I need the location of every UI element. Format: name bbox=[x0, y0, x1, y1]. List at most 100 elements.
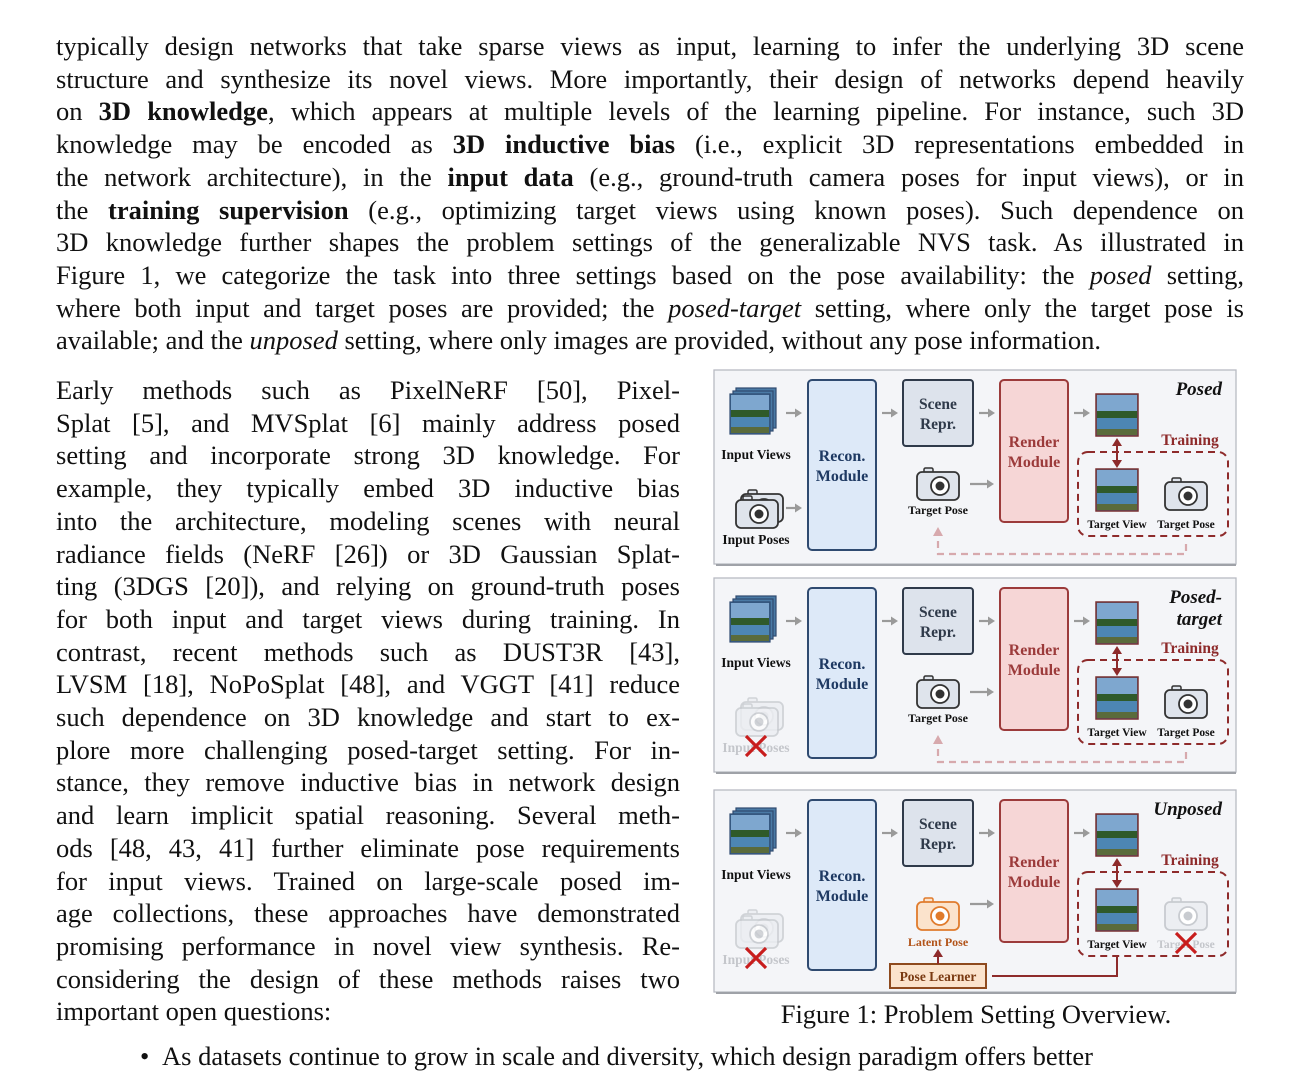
label-target-pose: Target Pose bbox=[1157, 727, 1214, 739]
label-target-view: Target View bbox=[1087, 519, 1147, 531]
camera-lens-center bbox=[935, 689, 945, 699]
photo-water bbox=[1097, 493, 1137, 504]
bold-term: training supervision bbox=[108, 194, 349, 225]
text-line: the network architecture), in the input … bbox=[56, 161, 1244, 194]
label-input-poses: Input Poses bbox=[722, 532, 789, 547]
photo-shore bbox=[1097, 637, 1137, 643]
bold-term: 3D knowledge bbox=[98, 96, 268, 127]
render-module-label: Module bbox=[1008, 454, 1060, 471]
italic-term: posed-target bbox=[668, 292, 802, 323]
recon-module-box bbox=[807, 587, 877, 759]
render-module-box bbox=[999, 799, 1069, 943]
arrow-head bbox=[987, 687, 994, 697]
pose-learner-path bbox=[992, 956, 1118, 977]
text-line: for input views. Trained on large-scale … bbox=[56, 865, 680, 896]
photo-shore bbox=[1097, 924, 1137, 930]
target-pose-icon-faded bbox=[1164, 897, 1208, 931]
panel-title: Posed bbox=[1175, 379, 1223, 400]
photo-shore bbox=[1097, 849, 1137, 855]
italic-term: unposed bbox=[249, 325, 338, 356]
text-run: structure and synthesize its novel views… bbox=[56, 63, 1244, 94]
arrow-head bbox=[891, 828, 898, 838]
stack-front bbox=[729, 601, 771, 643]
panel-title: Unposed bbox=[1153, 799, 1222, 820]
render-module-label: Render bbox=[1009, 434, 1060, 451]
camera-icon-front bbox=[735, 915, 779, 949]
photo-trees bbox=[1097, 411, 1137, 418]
photo-trees bbox=[1097, 486, 1137, 493]
pose-feedback-head bbox=[933, 527, 943, 536]
arrow-head bbox=[988, 828, 995, 838]
render-module-label: Module bbox=[1008, 874, 1060, 891]
target-pose-icon bbox=[916, 675, 960, 709]
photo-trees bbox=[1097, 831, 1137, 838]
label-target-pose: Target Pose bbox=[908, 503, 969, 517]
label-target-pose: Target Pose bbox=[1157, 519, 1214, 531]
label-training: Training bbox=[1161, 852, 1219, 869]
bullet-item: •As datasets continue to grow in scale a… bbox=[140, 1040, 1244, 1073]
text-run: the bbox=[56, 194, 109, 225]
text-line: for both input and target views during t… bbox=[56, 603, 680, 634]
recon-module-label: Module bbox=[816, 888, 868, 905]
text-line: such dependence on 3D knowledge and star… bbox=[56, 702, 680, 733]
text-run: Figure 1, we categorize the task into th… bbox=[56, 259, 1090, 290]
photo-sky bbox=[1097, 470, 1137, 486]
panel-title: target bbox=[1177, 609, 1223, 630]
photo-shore bbox=[1097, 712, 1137, 718]
text-line: Splat [5], and MVSplat [6] mainly addres… bbox=[56, 407, 680, 438]
photo-trees bbox=[731, 830, 769, 837]
text-line: on 3D knowledge, which appears at multip… bbox=[56, 95, 1244, 128]
text-run: setting, where only the target pose is bbox=[801, 292, 1244, 323]
text-line: Early methods such as PixelNeRF [50], Pi… bbox=[56, 375, 680, 405]
camera-lens-center bbox=[935, 911, 945, 921]
camera-lens-center bbox=[935, 481, 945, 491]
text-line: considering the design of these methods … bbox=[56, 963, 680, 994]
photo-shore bbox=[1097, 504, 1137, 510]
arrow-head bbox=[891, 408, 898, 418]
camera-icon-front bbox=[735, 703, 779, 737]
text-run: the network architecture), in the bbox=[56, 161, 448, 192]
pose-learner-arrow-head bbox=[933, 949, 943, 957]
camera-lens-center bbox=[754, 509, 764, 519]
arrow-head bbox=[1083, 828, 1090, 838]
panel-background bbox=[713, 577, 1237, 773]
recon-module-box bbox=[807, 379, 877, 551]
photo-sky bbox=[1097, 815, 1137, 831]
photo-shore bbox=[731, 635, 769, 641]
text-run: , which appears at multiple levels of th… bbox=[267, 96, 1244, 127]
label-training: Training bbox=[1161, 432, 1219, 449]
target-pose-icon bbox=[1164, 477, 1208, 511]
input-views-stack bbox=[729, 807, 777, 855]
text-line: Figure 1, we categorize the task into th… bbox=[56, 259, 1244, 292]
output-view-thumbnail bbox=[1095, 813, 1139, 857]
camera-lens-center bbox=[1183, 911, 1193, 921]
render-module-label: Render bbox=[1009, 642, 1060, 659]
scene-repr-box bbox=[902, 379, 974, 447]
scene-repr-label: Repr. bbox=[920, 416, 956, 433]
photo-water bbox=[1097, 838, 1137, 849]
text-run: on bbox=[56, 96, 99, 127]
label-target-view: Target View bbox=[1087, 727, 1147, 739]
label-target-view: Target View bbox=[1087, 939, 1147, 951]
arrow-head bbox=[795, 408, 802, 418]
photo-sky bbox=[1097, 678, 1137, 694]
text-run: (i.e., explicit 3D representations embed… bbox=[675, 129, 1245, 160]
text-line: ods [48, 43, 41] further eliminate pose … bbox=[56, 832, 680, 863]
text-run: knowledge may be encoded as bbox=[56, 129, 453, 160]
input-poses-icon bbox=[735, 909, 784, 949]
text-run: (e.g., ground-truth camera poses for inp… bbox=[573, 161, 1245, 192]
camera-lens-center bbox=[754, 929, 764, 939]
recon-module-box bbox=[807, 799, 877, 971]
scene-repr-label: Scene bbox=[919, 396, 957, 413]
text-run: setting, bbox=[1151, 259, 1244, 290]
photo-water bbox=[731, 837, 769, 847]
label-training: Training bbox=[1161, 640, 1219, 657]
photo-sky bbox=[731, 603, 769, 618]
camera-lens-center bbox=[1183, 699, 1193, 709]
target-view-thumbnail bbox=[1095, 676, 1139, 720]
recon-module-label: Recon. bbox=[819, 448, 866, 465]
training-dashed-box bbox=[1077, 871, 1229, 957]
